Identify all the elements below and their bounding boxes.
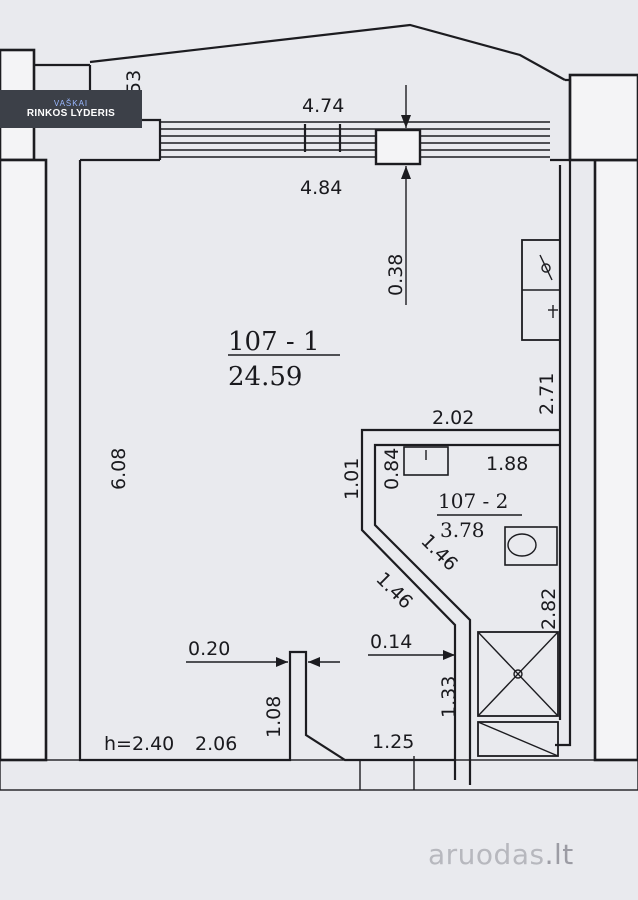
dim-bath-right: 2.82 <box>538 588 560 630</box>
kitchen-counter <box>521 239 561 341</box>
dim-partition-gap: 0.20 <box>188 638 230 660</box>
dim-ceiling-height: h=2.40 <box>104 733 174 755</box>
dim-bath-left: 1.01 <box>341 458 363 500</box>
dim-corridor-width: 1.25 <box>372 731 414 753</box>
dim-bath-inner-top: 1.88 <box>486 453 528 475</box>
dim-entry-depth: 1.33 <box>438 676 460 718</box>
neighbor-walls <box>0 48 638 791</box>
site-watermark: aruodas.lt <box>428 838 574 871</box>
agency-tagline: RINKOS LYDERIS <box>26 108 116 119</box>
agency-logo: VAŠKAI <box>53 99 89 108</box>
dim-window-inner: 4.84 <box>300 177 342 199</box>
dim-window-outer: 4.74 <box>302 95 344 117</box>
dim-bath-inner-left: 0.84 <box>381 448 403 490</box>
room-2-id: 107 - 2 <box>438 489 508 513</box>
watermark-tld: .lt <box>544 838 574 871</box>
room-1-area: 24.59 <box>228 362 302 392</box>
dim-left-bottom: 2.06 <box>195 733 237 755</box>
bathroom-fixtures <box>403 446 559 757</box>
bathroom-walls <box>360 428 562 785</box>
dim-window-depth: 0.38 <box>385 254 407 296</box>
watermark-site: aruodas <box>428 838 545 871</box>
dim-bathroom-top: 2.02 <box>432 407 474 429</box>
room-1-id: 107 - 1 <box>228 327 319 357</box>
room-2-area: 3.78 <box>440 518 485 542</box>
dim-diag-outer: 1.46 <box>371 568 416 613</box>
dimension-lines <box>186 85 522 790</box>
dim-kitchen-wall: 2.71 <box>536 373 558 415</box>
agency-badge: VAŠKAI RINKOS LYDERIS <box>0 90 142 128</box>
window <box>160 121 550 166</box>
dim-room-height: 6.08 <box>108 448 130 490</box>
dim-partition-len: 1.08 <box>263 696 285 738</box>
dim-partition-right: 0.14 <box>370 631 412 653</box>
